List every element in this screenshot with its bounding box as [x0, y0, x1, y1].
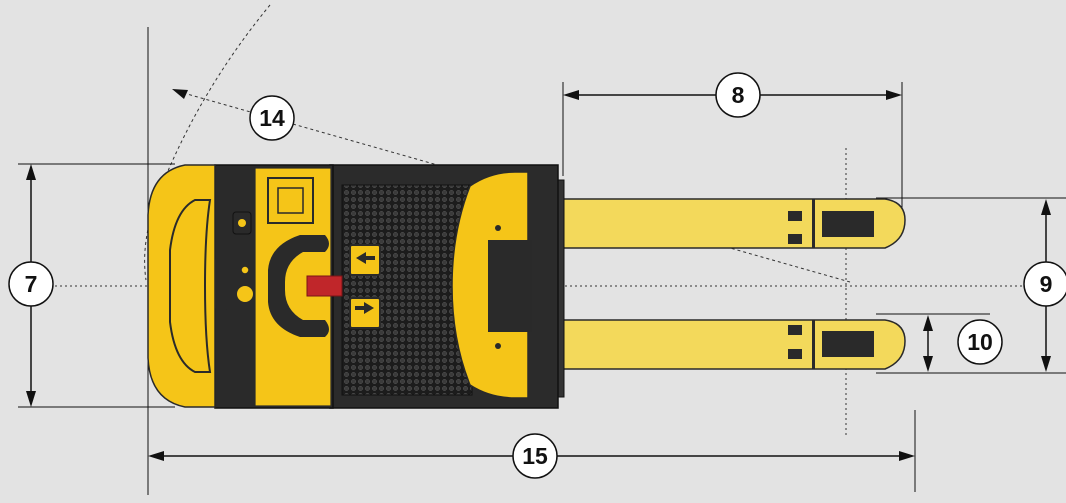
callout-7: 7 — [8, 261, 54, 307]
callout-14: 14 — [249, 95, 295, 141]
callout-9: 9 — [1023, 261, 1066, 307]
rear-handle-grip — [169, 199, 212, 373]
backrest-plate — [488, 240, 532, 332]
fork-upper — [554, 198, 906, 249]
callout-15-label: 15 — [522, 443, 548, 469]
backrest-bolt-top — [495, 225, 501, 231]
indicator-light — [240, 265, 250, 275]
callout-8: 8 — [715, 72, 761, 118]
emergency-stop-button — [235, 284, 255, 304]
direction-button-reverse — [349, 244, 381, 276]
callout-10: 10 — [957, 319, 1003, 365]
emergency-housing — [215, 258, 229, 310]
display-screen — [277, 187, 304, 214]
callout-7-label: 7 — [25, 271, 38, 297]
fork-lower — [554, 319, 906, 370]
callout-10-label: 10 — [967, 329, 993, 355]
turning-radius-arrowhead — [172, 89, 188, 99]
backrest-bolt-bottom — [495, 343, 501, 349]
direction-button-forward — [349, 297, 381, 329]
display-box — [267, 177, 314, 224]
callout-14-label: 14 — [259, 105, 285, 131]
dimension-10-arrow — [923, 315, 933, 372]
tiller-handle — [268, 235, 329, 337]
callout-8-label: 8 — [732, 82, 745, 108]
dark-panel-bottom — [220, 346, 250, 404]
turning-radius-arc — [144, 4, 271, 281]
key-switch-dot — [238, 219, 246, 227]
callout-15: 15 — [512, 433, 558, 479]
tiller-red-grip — [306, 275, 343, 297]
callout-9-label: 9 — [1040, 271, 1053, 297]
